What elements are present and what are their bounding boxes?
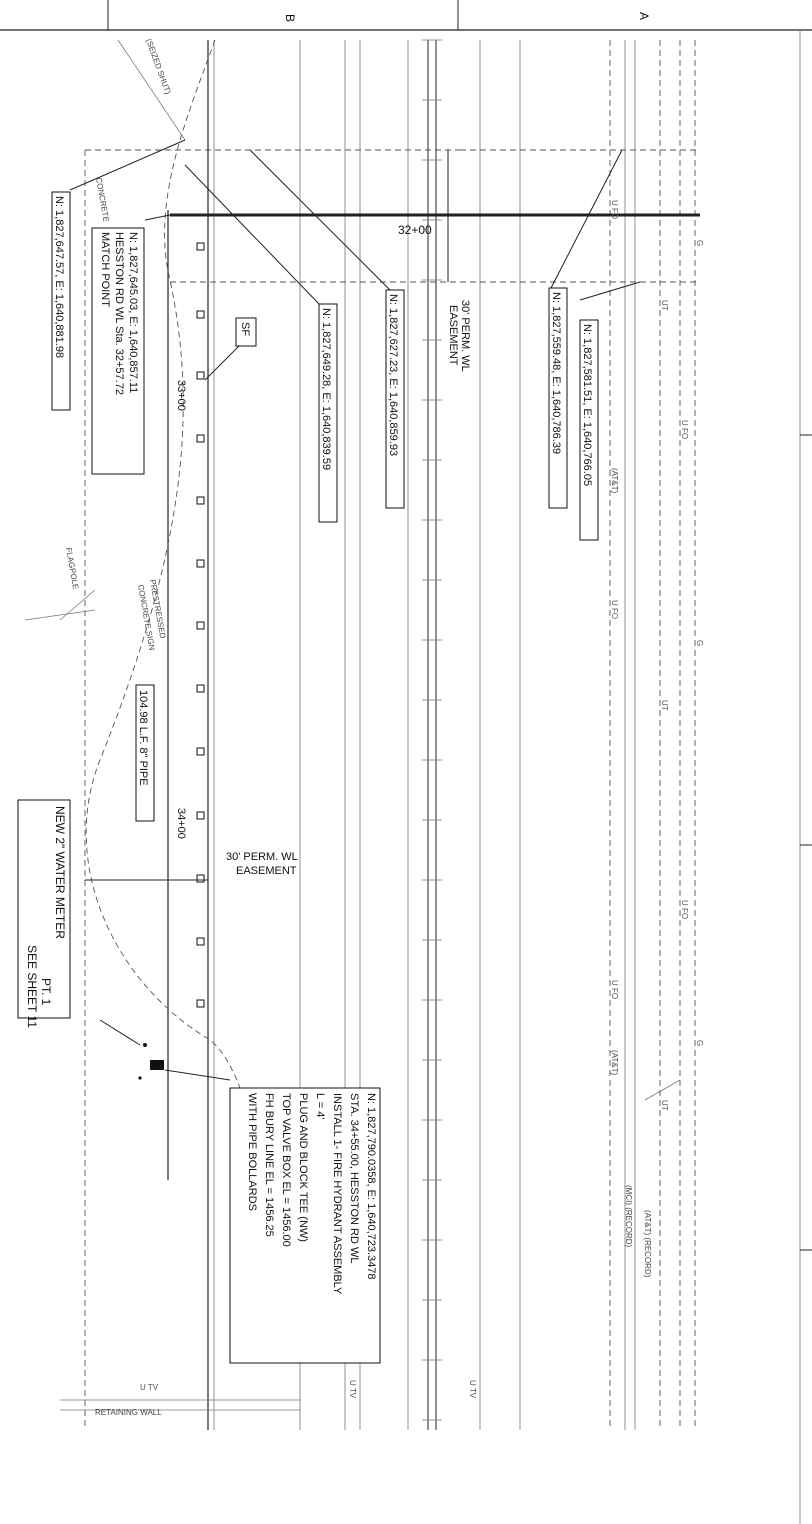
utility-code: U FO <box>610 980 619 999</box>
leader-line <box>99 1019 141 1046</box>
att-label: (AT&T) <box>610 468 619 494</box>
utility-code: UT <box>660 700 669 711</box>
leader-line <box>549 149 623 291</box>
water-meter-box <box>17 799 71 1019</box>
existing-line <box>117 39 186 141</box>
leader-line <box>579 281 641 301</box>
utility-code: G <box>695 240 704 246</box>
coord-box-3 <box>385 289 405 509</box>
coord-text-4: N: 1,827,559.48, E: 1,640,786.39 <box>550 292 562 454</box>
leader-line <box>69 139 186 191</box>
pipe-length-box <box>135 684 155 822</box>
match-point-box <box>91 227 145 475</box>
coord-box-1 <box>51 191 71 411</box>
station-3200: 32+00 <box>398 223 432 237</box>
coord-text-1: N: 1,827,647.57, E: 1,640,881.98 <box>53 196 65 358</box>
retaining-wall-label: RETAINING WALL <box>95 1408 162 1417</box>
leader-line <box>249 149 391 291</box>
hydrant-note-1: N: 1,827,790.0358, E: 1,640,723.3478 <box>365 1093 377 1280</box>
mci-record-label: (MCI) (RECORD) <box>624 1185 633 1248</box>
match-point-label: MATCH POINT <box>99 232 111 307</box>
centerline-ticks <box>422 39 442 1421</box>
att-label: (AT&T) <box>610 1050 619 1076</box>
concrete-label: CONCRETE <box>94 177 111 223</box>
coord-text-3: N: 1,827,627.23, E: 1,640,859.93 <box>387 294 399 456</box>
flagpole-line <box>24 609 96 621</box>
flagpole-label: FLAGPOLE <box>64 547 80 590</box>
coord-box-2 <box>318 303 338 523</box>
hydrant-note-8: WITH PIPE BOLLARDS <box>246 1093 258 1211</box>
coord-box-4 <box>548 287 568 509</box>
utility-code: U FO <box>680 420 689 439</box>
meter-symbol <box>138 1076 142 1080</box>
utility-code: U FO <box>610 200 619 219</box>
fire-hydrant-symbol <box>150 1060 164 1070</box>
easement-label-2b: EASEMENT <box>236 865 297 877</box>
station-3400: 34+00 <box>175 808 187 839</box>
water-meter-sheet: SEE SHEET 11 <box>25 945 39 1028</box>
sf-box <box>235 317 257 347</box>
utility-code: G <box>695 1040 704 1046</box>
match-point-coord: N: 1,827,645.03, E: 1,640,857.11 <box>127 232 139 393</box>
easement-label-1a: 30' PERM. WL <box>459 300 471 372</box>
easement-label-1b: EASEMENT <box>447 305 459 366</box>
coord-text-2: N: 1,827,649.28, E: 1,640,839.59 <box>320 308 332 470</box>
utility-code: U TV <box>348 1380 357 1399</box>
water-meter-title: NEW 2" WATER METER <box>53 806 67 939</box>
meter-symbol <box>143 1043 147 1047</box>
hydrant-note-2: STA. 34+55.00, HESSTON RD WL <box>348 1093 360 1263</box>
utility-code: UT <box>660 1100 669 1111</box>
utility-code: U TV <box>468 1380 477 1399</box>
hydrant-note-7: FH BURY LINE EL = 1456.25 <box>263 1093 275 1237</box>
coord-text-5: N: 1,827,581.51, E: 1,640,766.05 <box>581 324 593 486</box>
leader-line <box>204 344 241 381</box>
utility-code: U FO <box>680 900 689 919</box>
hydrant-note-3: INSTALL 1- FIRE HYDRANT ASSEMBLY <box>331 1093 343 1295</box>
water-meter-pt: PT. 1 <box>39 978 53 1006</box>
utility-code: U TV <box>140 1383 159 1392</box>
coord-box-5 <box>579 319 599 541</box>
att-record-label: (AT&T) (RECORD) <box>643 1210 652 1278</box>
pipe-length-text: 104.98 L.F. 8" PIPE <box>137 690 149 786</box>
leader-line <box>184 164 321 306</box>
seized-shut-label: (SEIZED SHUT) <box>144 38 172 96</box>
silt-fence-markers <box>196 242 205 1008</box>
grid-label-b: B <box>283 14 297 22</box>
leader-line <box>644 1079 681 1101</box>
utility-code: U FO <box>610 600 619 619</box>
leader-line <box>144 214 171 221</box>
station-3300: 33+00 <box>175 380 187 411</box>
utility-code: UT <box>660 300 669 311</box>
grid-label-a: A <box>637 12 651 20</box>
leader-line <box>164 1069 231 1081</box>
easement-label-2a: 30' PERM. WL <box>226 851 298 863</box>
utility-code: G <box>695 640 704 646</box>
hydrant-notes-box <box>229 1087 381 1364</box>
flagpole-leader <box>59 589 96 621</box>
match-point-station: HESSTON RD WL Sta. 32+57.72 <box>113 232 125 395</box>
hydrant-note-4: L = 4' <box>314 1093 326 1119</box>
sf-label: SF <box>239 322 251 336</box>
hydrant-note-5: PLUG AND BLOCK TEE (NW) <box>297 1093 309 1242</box>
hydrant-note-6: TOP VALVE BOX EL = 1456.00 <box>280 1093 292 1247</box>
